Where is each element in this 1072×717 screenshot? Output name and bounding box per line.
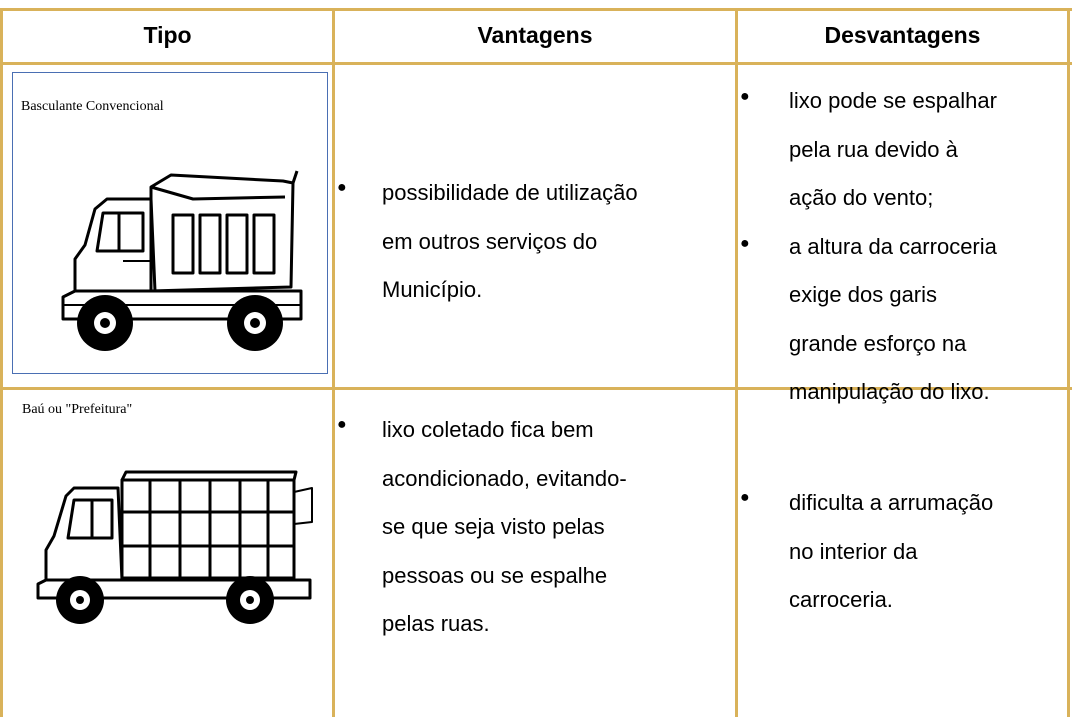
box-truck-icon (36, 470, 313, 624)
vant-word: evitando- (536, 465, 627, 491)
header-desvantagens: Desvantagens (824, 22, 981, 48)
dump-truck-image: Basculante Convencional (12, 72, 328, 374)
table-border-right (1067, 8, 1070, 717)
desv-word: à (945, 136, 958, 162)
desv-word: pela (789, 136, 831, 162)
desv-word: interior (819, 538, 887, 564)
vant-word: bem (550, 417, 594, 442)
desv-line: a altura da carroceria (789, 233, 997, 259)
vant-line: pelas ruas. (382, 611, 490, 636)
vant-word: pelas (552, 514, 605, 539)
vant-word: lixo (382, 417, 416, 442)
vant-word: coletado (421, 417, 505, 442)
vant-word: espalhe (530, 562, 608, 588)
table-border-left (0, 8, 3, 717)
vantagens-row1-line: Município. (382, 277, 483, 302)
vantagens-row1-line: possibilidade de utilização (382, 180, 638, 205)
desv-word: grande (789, 330, 858, 356)
vant-word: visto (500, 514, 546, 539)
desvantagens-bullet-3: ● (740, 489, 750, 506)
vant-word: pessoas (382, 562, 464, 588)
desvantagens-bullet-1: ● (740, 88, 750, 105)
vantagens-row1: possibilidade de utilização em outros se… (382, 169, 727, 315)
desvantagens-row1: lixo pode se espalhar pela rua devido à … (789, 77, 1061, 417)
desvantagens-row2: dificulta a arrumação no interior da car… (789, 479, 1061, 625)
vant-line: acondicionado, evitando- (382, 455, 727, 504)
desv-line: carroceria. (789, 587, 893, 612)
dump-truck-icon (61, 170, 303, 351)
table-border-header (0, 62, 1072, 65)
desv-line: ação do vento; (789, 185, 934, 210)
vant-word: acondicionado, (382, 465, 531, 491)
desv-line: exige dos garis (789, 271, 1061, 320)
desv-line: no interior da (789, 528, 1061, 577)
vant-line: se que seja visto pelas (382, 503, 727, 552)
vant-line: lixo coletado fica bem (382, 406, 727, 455)
vantagens-bullet-1: ● (337, 179, 347, 196)
vant-word: seja (454, 514, 495, 539)
desv-word: rua (836, 136, 869, 162)
vant-line: pessoas ou se espalhe (382, 552, 727, 601)
desv-word: devido (874, 136, 940, 162)
desv-word: no (789, 538, 814, 564)
truck-caption: Baú ou "Prefeitura" (22, 402, 133, 417)
vant-word: ou (470, 562, 495, 588)
desvantagens-bullet-2: ● (740, 235, 750, 252)
vant-word: se (382, 514, 406, 539)
desv-word: dos (847, 282, 884, 307)
vant-word: que (411, 514, 449, 539)
vantagens-row2: lixo coletado fica bem acondicionado, ev… (382, 406, 727, 649)
table-divider-1 (332, 8, 335, 717)
desv-word: esforço (863, 330, 936, 356)
header-tipo: Tipo (143, 22, 192, 48)
desv-line: manipulação do lixo. (789, 379, 990, 404)
vantagens-bullet-2: ● (337, 416, 347, 433)
vantagens-row1-line: em outros serviços do (382, 228, 598, 254)
desv-word: da (892, 538, 918, 564)
table-border-top (0, 8, 1072, 11)
desv-word: garis (889, 282, 938, 307)
desv-line: lixo pode se espalhar (789, 88, 997, 113)
vant-word: fica (510, 417, 545, 442)
desv-word: exige (789, 282, 842, 307)
desv-word: na (941, 330, 967, 356)
vant-word: se (500, 562, 524, 588)
desv-line: grande esforço na (789, 320, 1061, 369)
desv-line: pela rua devido à (789, 126, 1061, 175)
table-divider-2 (735, 8, 738, 717)
header-vantagens: Vantagens (477, 22, 593, 48)
table-border-row1 (0, 387, 1072, 390)
desv-line: dificulta a arrumação (789, 490, 994, 515)
truck-caption: Basculante Convencional (21, 99, 164, 114)
